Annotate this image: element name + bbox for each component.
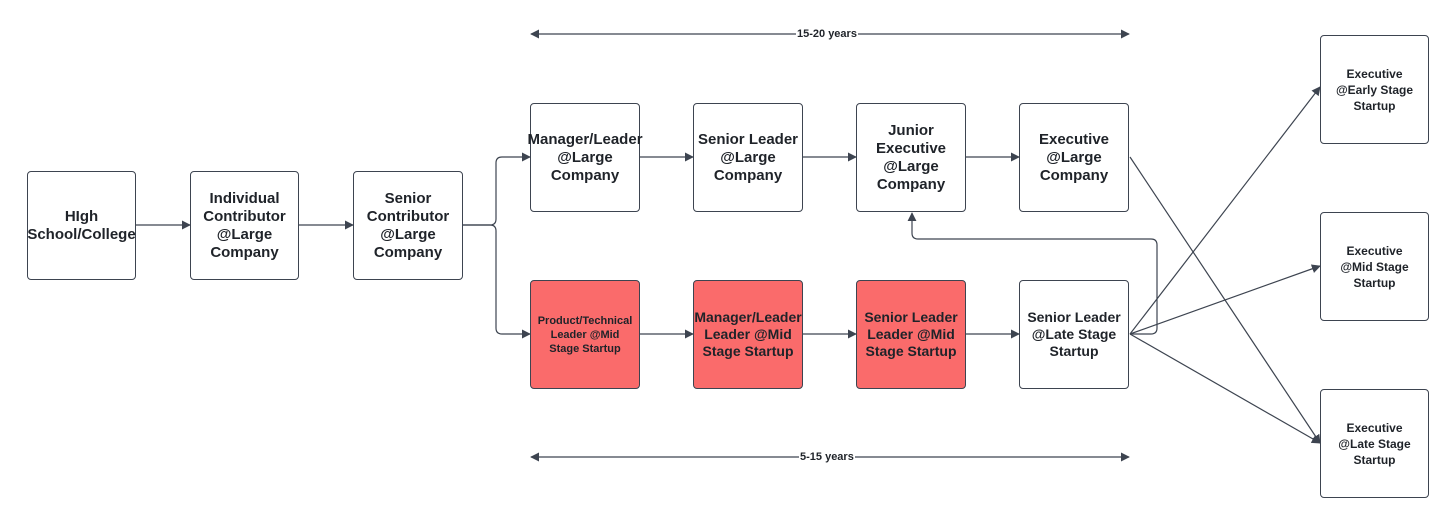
edge-late-to-junior-exec-large [907,212,1158,335]
edge-split-to-manager-large [463,152,531,226]
node-individual-contributor-large: Individual Contributor @Large Company [190,171,299,280]
node-executive-mid-stage: Executive @Mid Stage Startup [1320,212,1429,321]
node-senior-leader-late: Senior Leader @Late Stage Startup [1019,280,1129,389]
node-product-technical-leader-mid: Product/Technical Leader @Mid Stage Star… [530,280,640,389]
span-label-top: 15-20 years [796,28,858,40]
node-manager-leader-large: Manager/Leader @Large Company [527,103,643,212]
node-executive-large: Executive @Large Company [1019,103,1129,212]
edge-late-to-exec-early [1129,86,1321,335]
node-high-school-college: HIgh School/College [27,171,136,280]
edge-late-to-exec-mid [1129,264,1321,335]
edge-late-to-exec-late [1129,333,1321,444]
node-executive-early-stage: Executive @Early Stage Startup [1320,35,1429,144]
node-manager-leader-mid: Manager/Leader Leader @Mid Stage Startup [693,280,803,389]
node-executive-late-stage: Executive @Late Stage Startup [1320,389,1429,498]
node-senior-contributor-large: Senior Contributor @Large Company [353,171,463,280]
edge-split-to-product-mid [463,224,531,339]
node-senior-leader-large: Senior Leader @Large Company [693,103,803,212]
node-senior-leader-mid: Senior Leader Leader @Mid Stage Startup [856,280,966,389]
span-label-bottom: 5-15 years [799,451,855,463]
node-junior-executive-large: Junior Executive @Large Company [856,103,966,212]
